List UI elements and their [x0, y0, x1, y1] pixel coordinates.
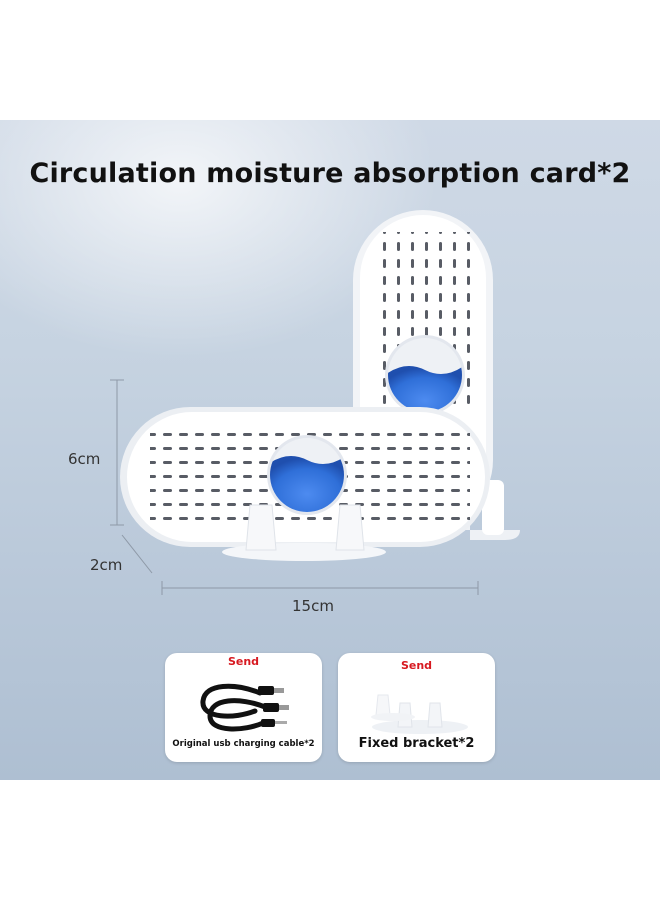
- usb-cable-icon: [200, 683, 289, 732]
- product-title: Circulation moisture absorption card*2: [29, 158, 631, 189]
- usb-cable-label: Original usb charging cable*2: [172, 739, 315, 749]
- product-photo: Circulation moisture absorption card*2: [0, 120, 660, 780]
- depth-dimension: 2cm: [90, 556, 123, 574]
- usb-cable-card: Send Original usb charging cable*2: [165, 653, 322, 762]
- card-bracket: [222, 504, 386, 561]
- lying-card: [120, 407, 490, 547]
- send-tag: Send: [400, 659, 433, 672]
- send-tag: Send: [227, 655, 260, 668]
- product-illustration: [110, 210, 520, 595]
- bracket-icon: [371, 694, 468, 734]
- bracket-card: Send Fixed bracket*2: [338, 653, 495, 762]
- width-dimension: 15cm: [292, 597, 334, 615]
- dimension-lines: [110, 379, 479, 595]
- bracket-label: Fixed bracket*2: [358, 736, 475, 751]
- height-dimension: 6cm: [68, 450, 101, 468]
